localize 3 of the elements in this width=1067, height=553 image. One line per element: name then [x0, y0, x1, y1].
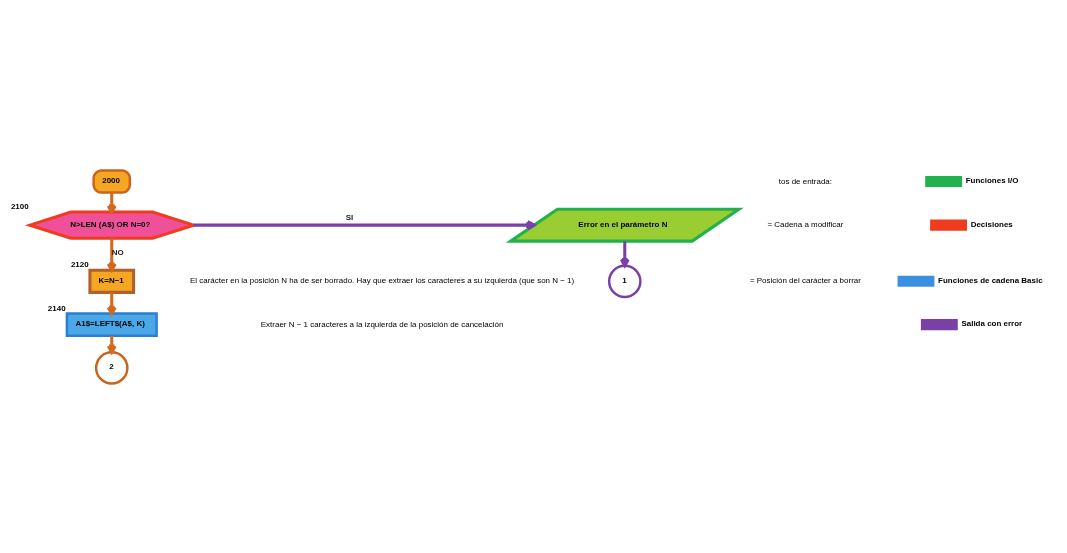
arrow — [193, 219, 536, 230]
arrow — [619, 240, 630, 267]
arrow — [106, 237, 117, 272]
